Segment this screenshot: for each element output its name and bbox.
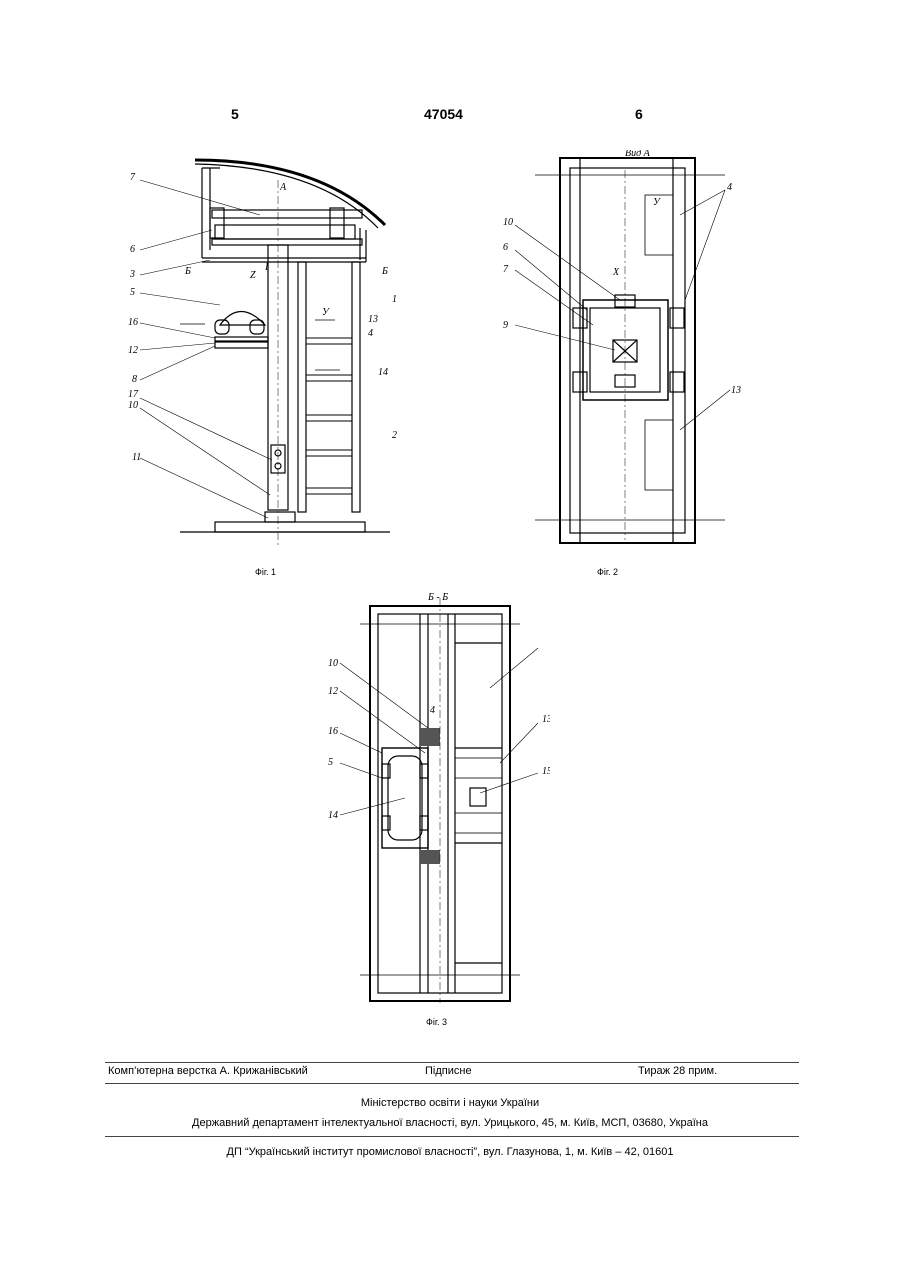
fig1-label: А [279,182,287,193]
fig2-label: 13 [731,385,741,396]
figure-3-drawing: Б - Б 10 12 16 5 14 13 15 4 [320,588,550,1008]
fig1-label: 13 [368,314,378,325]
ministry-line: Міністерство освіти і науки України [0,1097,900,1109]
page-number-left: 5 [231,106,239,122]
footer-divider [105,1062,799,1063]
fig1-label: 6 [130,244,135,255]
typesetting-credit: Комп’ютерна верстка А. Крижанівський [108,1065,308,1077]
fig3-label: 5 [328,757,333,768]
institute-line: ДП “Український інститут промислової вла… [0,1146,900,1158]
fig3-section-title: Б - Б [427,592,448,603]
fig2-view-title: Вид А [625,150,651,159]
fig1-label: 8 [132,374,137,385]
figure-2-drawing: Вид А 10 6 7 9 4 13 X У [495,150,755,550]
figure-3-caption: Фіг. 3 [426,1017,447,1027]
fig2-label: 6 [503,242,508,253]
fig2-label: 7 [503,264,509,275]
fig1-label: 5 [130,287,135,298]
fig1-label: У [322,307,330,318]
fig2-label: 9 [503,320,508,331]
fig1-label: 16 [128,317,138,328]
fig3-label: 15 [542,766,550,777]
fig1-label: I [264,262,269,273]
fig3-label: 13 [542,714,550,725]
circulation-note: Тираж 28 прим. [638,1065,717,1077]
fig2-label: У [653,197,661,208]
page-number-right: 6 [635,106,643,122]
figure-1-caption: Фіг. 1 [255,567,276,577]
fig1-label: 2 [392,430,397,441]
fig1-label: 10 [128,400,138,411]
fig1-label: 4 [368,328,373,339]
fig1-label: Z [250,270,256,281]
fig3-label: 10 [328,658,338,669]
fig3-label: 4 [430,705,435,716]
figure-2-caption: Фіг. 2 [597,567,618,577]
fig1-label: 11 [132,452,141,463]
fig3-label: 16 [328,726,338,737]
figure-1-drawing: 7 6 3 5 16 12 8 17 10 11 1 13 4 14 2 А Б… [120,150,410,550]
fig1-label: 12 [128,345,138,356]
fig2-label: 10 [503,217,513,228]
signed-note: Підписне [425,1065,472,1077]
fig1-label: 7 [130,172,136,183]
department-line: Державний департамент інтелектуальної вл… [0,1117,900,1129]
fig1-label: 17 [128,389,139,400]
patent-number: 47054 [424,106,463,122]
fig2-label: 4 [727,182,732,193]
fig1-label: Б [381,266,388,277]
fig1-label: 14 [378,367,388,378]
fig2-label: X [612,267,620,278]
fig1-label: Б [184,266,191,277]
fig3-label: 14 [328,810,338,821]
footer-divider [105,1136,799,1137]
footer-divider [105,1083,799,1084]
fig3-label: 12 [328,686,338,697]
fig1-label: 1 [392,294,397,305]
fig1-label: 3 [129,269,135,280]
